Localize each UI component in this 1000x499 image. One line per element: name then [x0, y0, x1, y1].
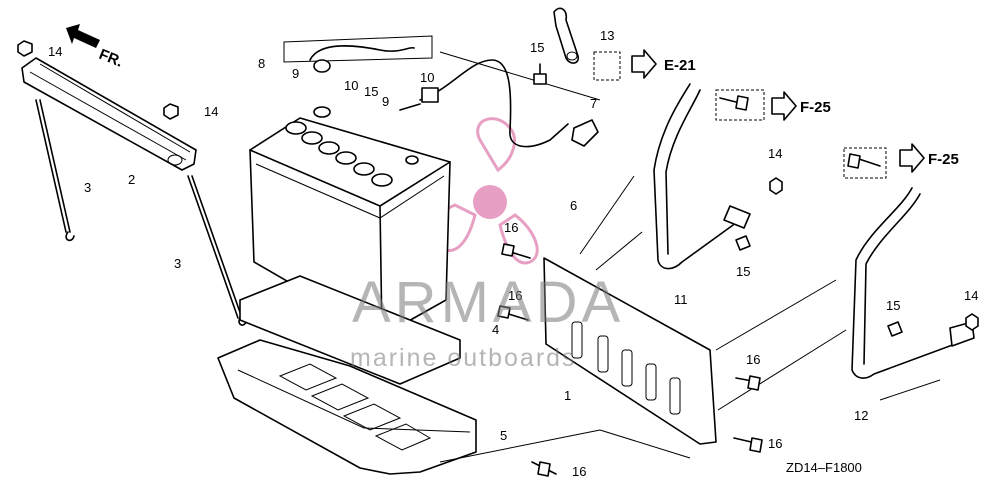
reference-e21: E-21: [664, 57, 696, 74]
bolt-icon: [533, 63, 547, 85]
battery-cable-assembly: [283, 35, 601, 148]
callout-11: 11: [674, 292, 688, 307]
callout-14: 14: [48, 44, 62, 59]
callout-9: 9: [382, 94, 389, 109]
callout-8: 8: [258, 56, 265, 71]
bolt-icon: [497, 305, 529, 321]
battery-mat: [239, 275, 461, 385]
callout-15: 15: [886, 298, 900, 313]
bolt-icon: [719, 95, 749, 111]
callout-16: 16: [504, 220, 518, 235]
battery-cover-plate: [543, 257, 717, 445]
callout-1: 1: [564, 388, 571, 403]
bolt-icon: [847, 153, 881, 169]
battery-box-stay-lower: [851, 187, 975, 379]
bolt-icon: [501, 243, 531, 259]
callout-4: 4: [492, 322, 499, 337]
nut-icon: [965, 313, 979, 331]
bolt-icon: [887, 321, 903, 337]
callout-16: 16: [572, 464, 586, 479]
drawing-code: ZD14–F1800: [786, 460, 862, 475]
callout-15: 15: [530, 40, 544, 55]
watermark-tagline: marine outboards: [350, 344, 577, 372]
callout-9: 9: [292, 66, 299, 81]
callout-14: 14: [964, 288, 978, 303]
terminal-cover: [571, 119, 599, 147]
battery-holder-bracket: [21, 57, 197, 171]
nut-icon: [163, 103, 179, 120]
callout-13: 13: [600, 28, 614, 43]
cable-clamp: [553, 7, 580, 64]
battery-hold-rod: [187, 175, 247, 326]
bolt-icon: [735, 235, 751, 251]
callout-15: 15: [736, 264, 750, 279]
callout-14: 14: [204, 104, 218, 119]
reference-f25: F-25: [800, 99, 831, 116]
callout-12: 12: [854, 408, 868, 423]
bolt-icon: [735, 375, 761, 391]
watermark-brand: ARMADA: [352, 270, 624, 335]
callout-7: 7: [590, 96, 597, 111]
callout-16: 16: [746, 352, 760, 367]
callout-10: 10: [420, 70, 434, 85]
battery-hold-rod: [35, 99, 75, 242]
callout-16: 16: [508, 288, 522, 303]
callout-16: 16: [768, 436, 782, 451]
callout-3: 3: [174, 256, 181, 271]
callout-6: 6: [570, 198, 577, 213]
battery-box-stay-upper: [653, 83, 751, 270]
leader-lines: [439, 175, 941, 463]
bolt-icon: [531, 461, 557, 477]
reference-f25: F-25: [928, 151, 959, 168]
callout-14: 14: [768, 146, 782, 161]
nut-icon: [769, 177, 783, 195]
nut-icon: [17, 40, 33, 57]
callout-3: 3: [84, 180, 91, 195]
callout-5: 5: [500, 428, 507, 443]
reference-boxes: [593, 49, 925, 179]
bolt-icon: [733, 437, 763, 453]
callout-10: 10: [344, 78, 358, 93]
callout-labels: 14 14 2 3 3 8 9 10 9 10 15 13 15 7 6 4 5…: [48, 28, 978, 479]
front-direction-arrow: FR.: [66, 24, 125, 71]
battery-tray: [217, 339, 477, 475]
callout-2: 2: [128, 172, 135, 187]
direction-label: FR.: [97, 46, 126, 71]
callout-15: 15: [364, 84, 378, 99]
